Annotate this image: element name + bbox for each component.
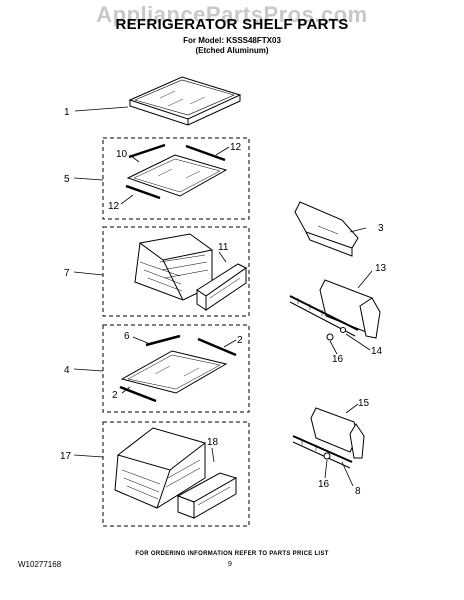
callout-18: 18 xyxy=(207,437,219,448)
slide-assembly-13-illustration xyxy=(289,279,381,341)
callout-5: 5 xyxy=(64,174,70,185)
model-line: For Model: KSSS48FTX03 xyxy=(183,36,281,45)
callout-15: 15 xyxy=(358,398,370,409)
drawer-assembly-box-7 xyxy=(102,226,250,317)
shelf-with-trims-illustration xyxy=(125,143,228,200)
shelf-assembly-box-4 xyxy=(102,324,250,413)
top-shelf-illustration xyxy=(128,76,242,126)
drawer-assembly-box-17 xyxy=(102,421,250,527)
watermark: AppliancePartsPros.com xyxy=(96,2,368,27)
lower-shelf-illustration xyxy=(119,334,237,403)
callout-4: 4 xyxy=(64,365,70,376)
callout-7: 7 xyxy=(64,268,70,279)
variant-line: (Etched Aluminum) xyxy=(195,46,269,55)
callout-17: 17 xyxy=(60,451,72,462)
page-title: REFRIGERATOR SHELF PARTS xyxy=(115,16,349,33)
callout-16-upper: 16 xyxy=(332,354,344,365)
callout-2-right: 2 xyxy=(237,335,243,346)
callout-14: 14 xyxy=(371,346,383,357)
slide-assembly-15-illustration xyxy=(292,407,365,469)
callout-13: 13 xyxy=(375,263,387,274)
callout-labels: 1 5 10 12 12 3 7 11 13 14 16 4 6 2 2 17 … xyxy=(60,107,387,497)
lower-drawer-illustration xyxy=(114,427,238,519)
callout-11: 11 xyxy=(218,242,229,253)
ordering-info-note: FOR ORDERING INFORMATION REFER TO PARTS … xyxy=(135,551,329,557)
shelf-assembly-box-5 xyxy=(102,137,250,220)
crisper-drawer-illustration xyxy=(134,233,247,311)
callout-10: 10 xyxy=(116,149,128,160)
page-number: 9 xyxy=(228,561,232,568)
callout-12-top: 12 xyxy=(230,142,242,153)
callout-16-lower: 16 xyxy=(318,479,330,490)
callout-1: 1 xyxy=(64,107,70,118)
document-id: W10277168 xyxy=(18,560,62,569)
callout-12-bottom: 12 xyxy=(108,201,120,212)
cover-part-3-illustration xyxy=(294,201,359,257)
callout-3: 3 xyxy=(378,223,384,234)
callout-8: 8 xyxy=(355,486,361,497)
leader-lines xyxy=(73,106,373,487)
callout-2-left: 2 xyxy=(112,390,118,401)
callout-6: 6 xyxy=(124,331,130,342)
